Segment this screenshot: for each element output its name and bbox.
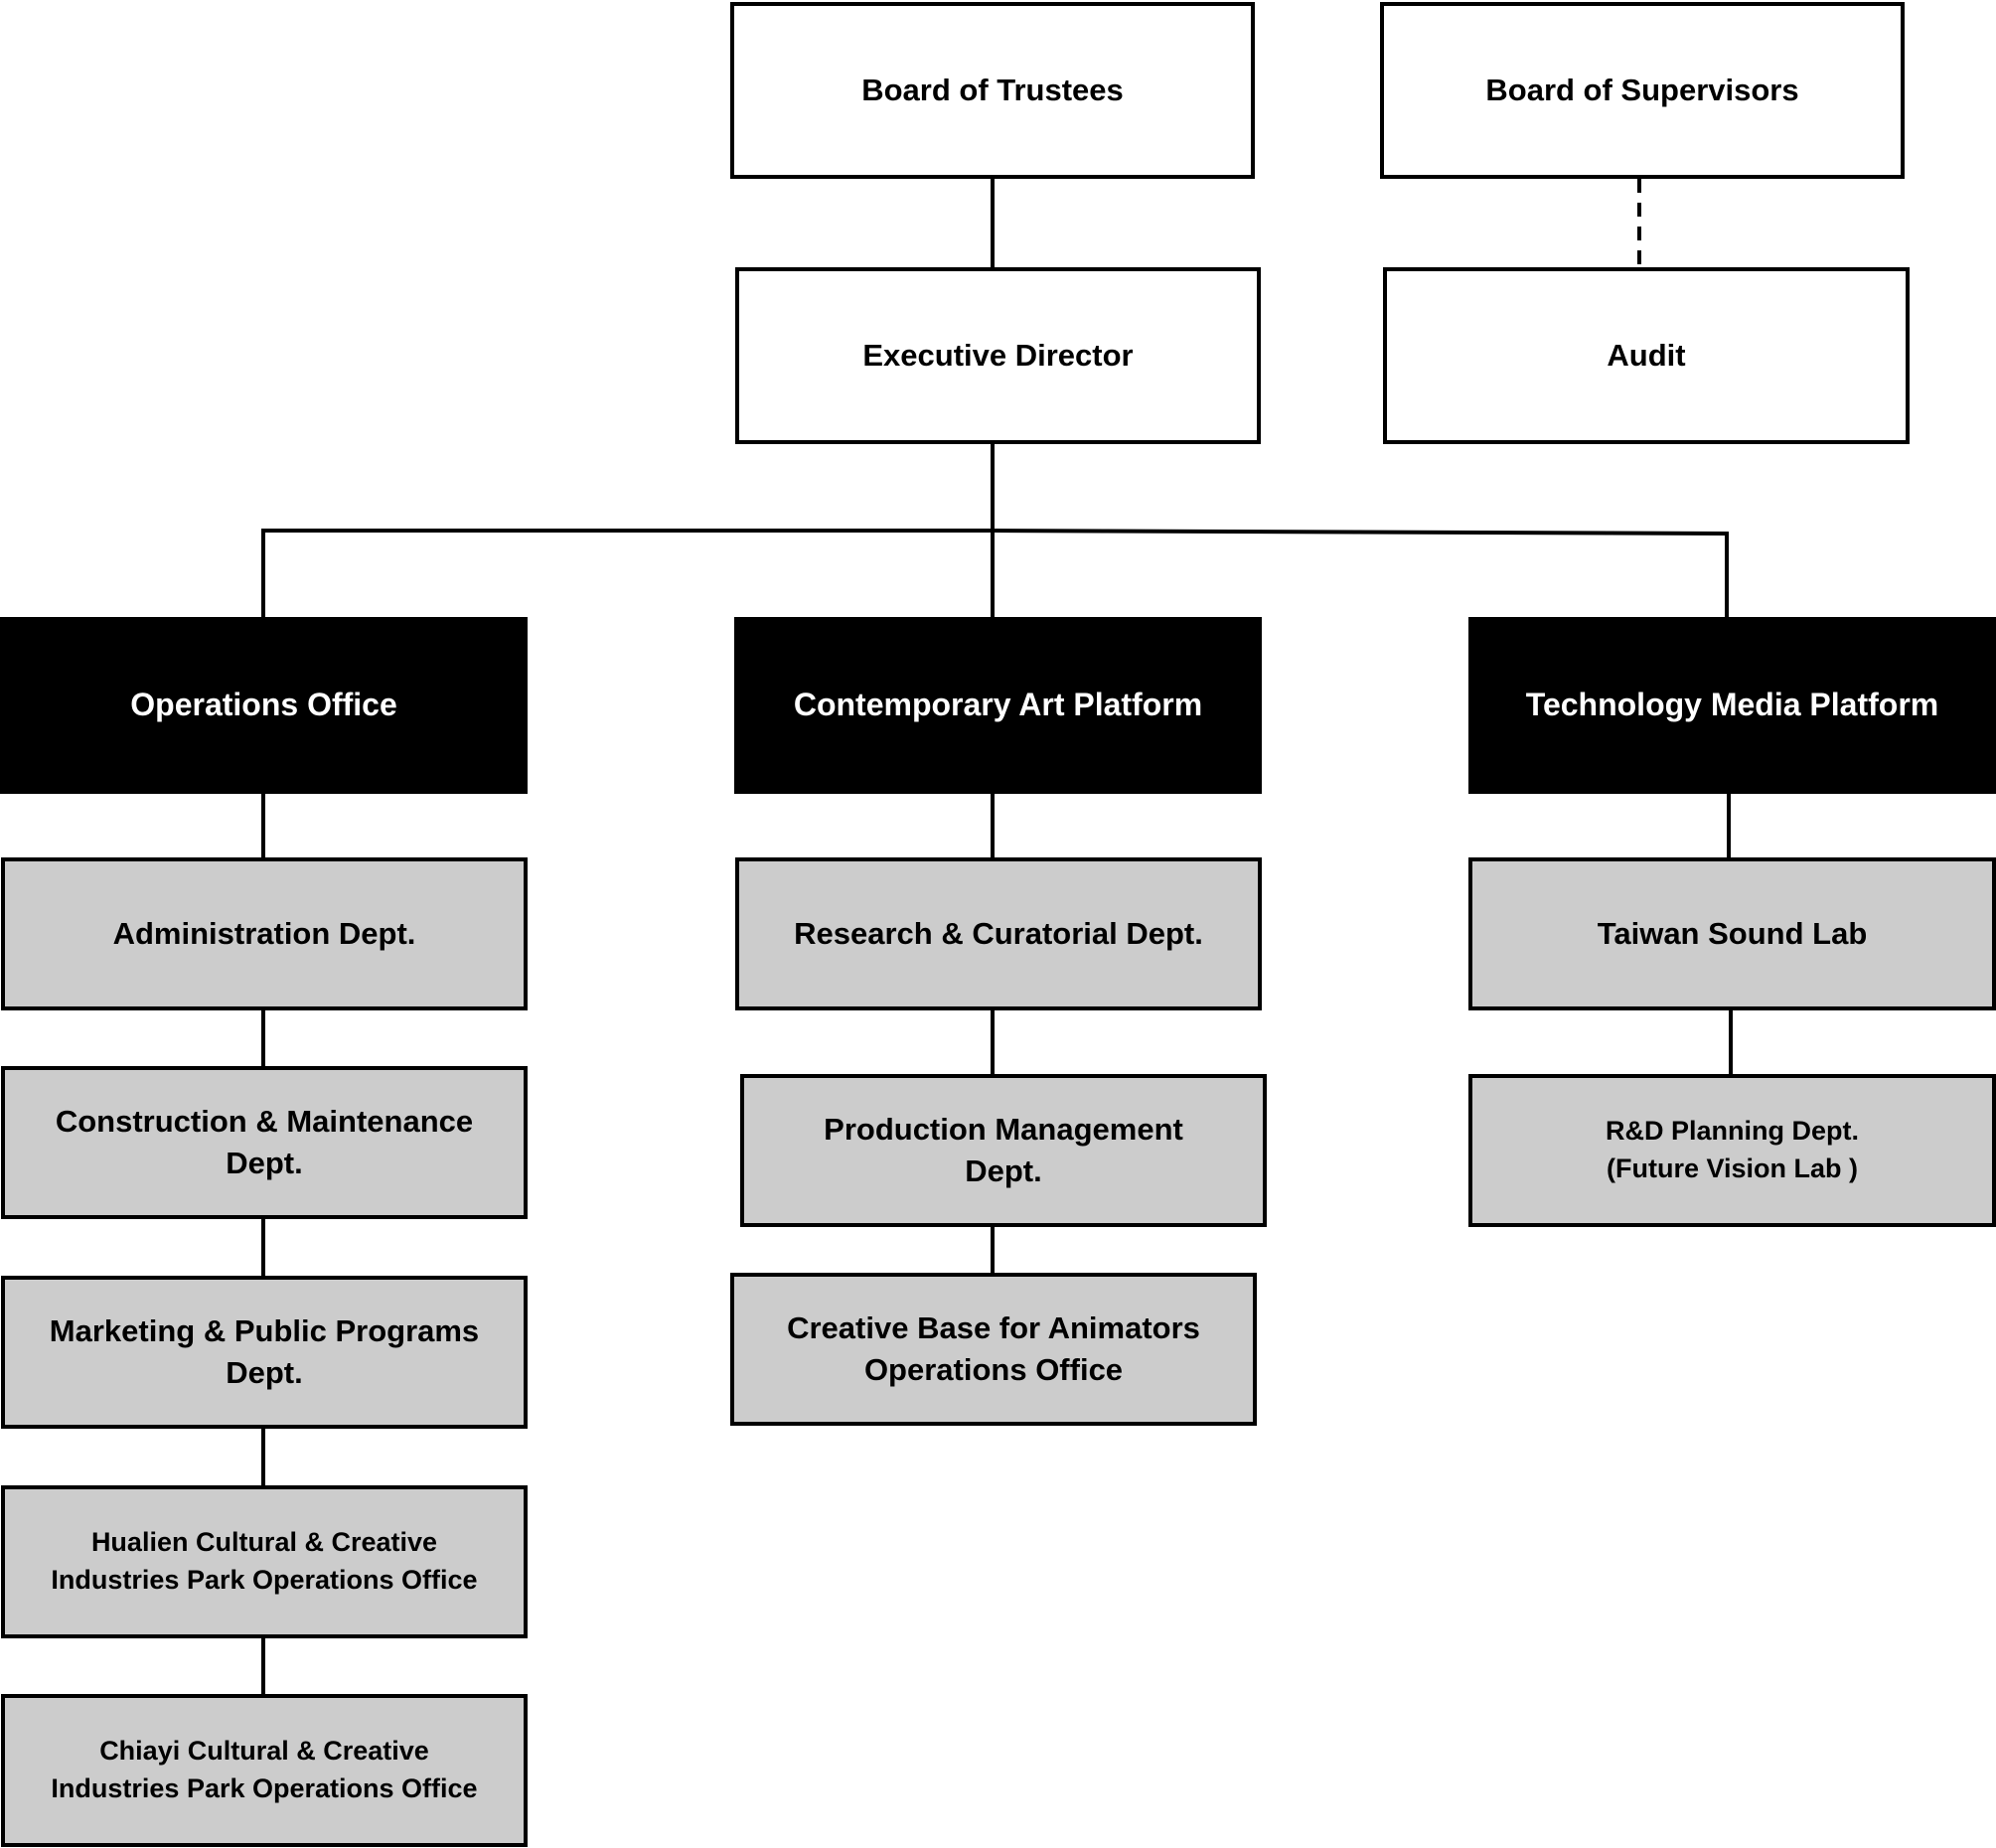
board-of-trustees-box: Board of Trustees [730, 2, 1255, 179]
taiwan-sound-lab-box: Taiwan Sound Lab [1468, 857, 1996, 1010]
contemporary-art-platform-box: Contemporary Art Platform [734, 617, 1262, 794]
line-division-bus [261, 529, 1729, 618]
research-curatorial-dept-box: Research & Curatorial Dept. [735, 857, 1262, 1010]
construction-maintenance-dept-box: Construction & Maintenance Dept. [1, 1066, 528, 1219]
administration-dept-box: Administration Dept. [1, 857, 528, 1010]
audit-box: Audit [1383, 267, 1910, 444]
technology-media-platform-box: Technology Media Platform [1468, 617, 1996, 794]
production-management-dept-box: Production Management Dept. [740, 1074, 1267, 1227]
chiayi-park-operations-office-box: Chiayi Cultural & Creative Industries Pa… [1, 1694, 528, 1847]
board-of-supervisors-box: Board of Supervisors [1380, 2, 1905, 179]
operations-office-box: Operations Office [0, 617, 528, 794]
creative-base-animators-office-box: Creative Base for Animators Operations O… [730, 1273, 1257, 1426]
rd-planning-dept-box: R&D Planning Dept. (Future Vision Lab ) [1468, 1074, 1996, 1227]
marketing-public-programs-dept-box: Marketing & Public Programs Dept. [1, 1276, 528, 1429]
hualien-park-operations-office-box: Hualien Cultural & Creative Industries P… [1, 1485, 528, 1638]
executive-director-box: Executive Director [735, 267, 1261, 444]
